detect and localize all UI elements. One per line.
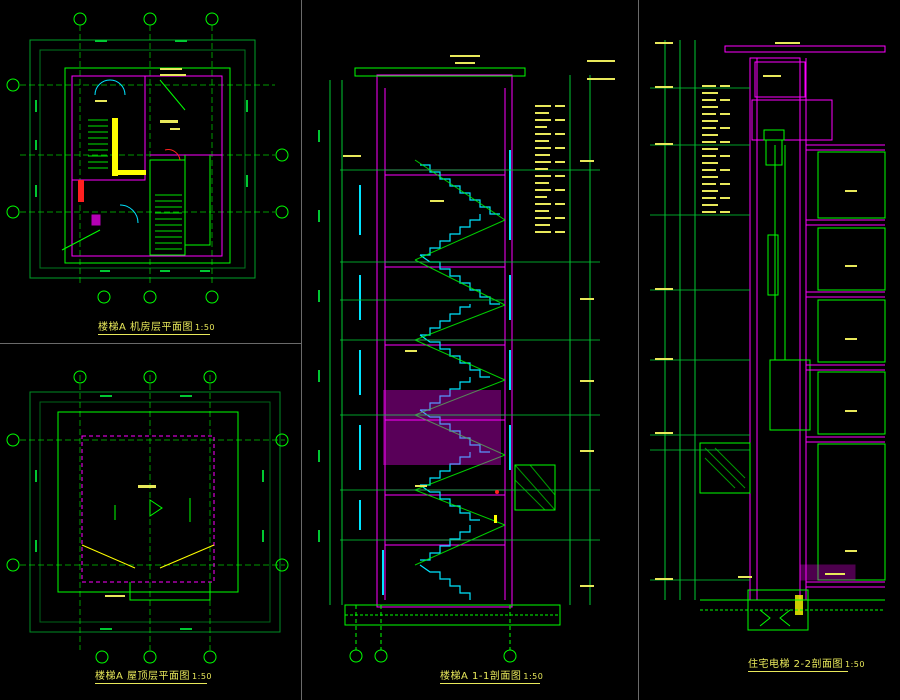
title-plan-machine-room-scale: 1:50 (195, 323, 215, 332)
title-section-1-1-underline (440, 683, 540, 684)
annotation-marks (587, 60, 615, 80)
title-section-2-2-name: 住宅电梯 2-2剖面图 (748, 659, 844, 670)
plan-machine-room (6, 12, 289, 304)
title-section-1-1-scale: 1:50 (523, 672, 544, 681)
section-elevator-2-2 (650, 40, 886, 631)
title-plan-machine-room-underline (98, 334, 210, 335)
title-plan-machine-room-name: 楼梯A 机房层平面图 (98, 322, 194, 333)
sheet-divider-horizontal (0, 343, 301, 344)
title-section-2-2-underline (748, 671, 848, 672)
title-plan-roof-scale: 1:50 (192, 672, 212, 681)
plan-roof (6, 370, 289, 664)
sheet-divider-vertical-1 (301, 0, 302, 700)
title-section-1-1-name: 楼梯A 1-1剖面图 (440, 671, 522, 682)
title-plan-roof-name: 楼梯A 屋顶层平面图 (95, 671, 191, 682)
title-plan-roof-underline (95, 683, 207, 684)
sheet-divider-vertical-2 (638, 0, 639, 700)
title-section-2-2-scale: 1:50 (845, 660, 865, 669)
section-stair-1-1 (318, 55, 600, 663)
